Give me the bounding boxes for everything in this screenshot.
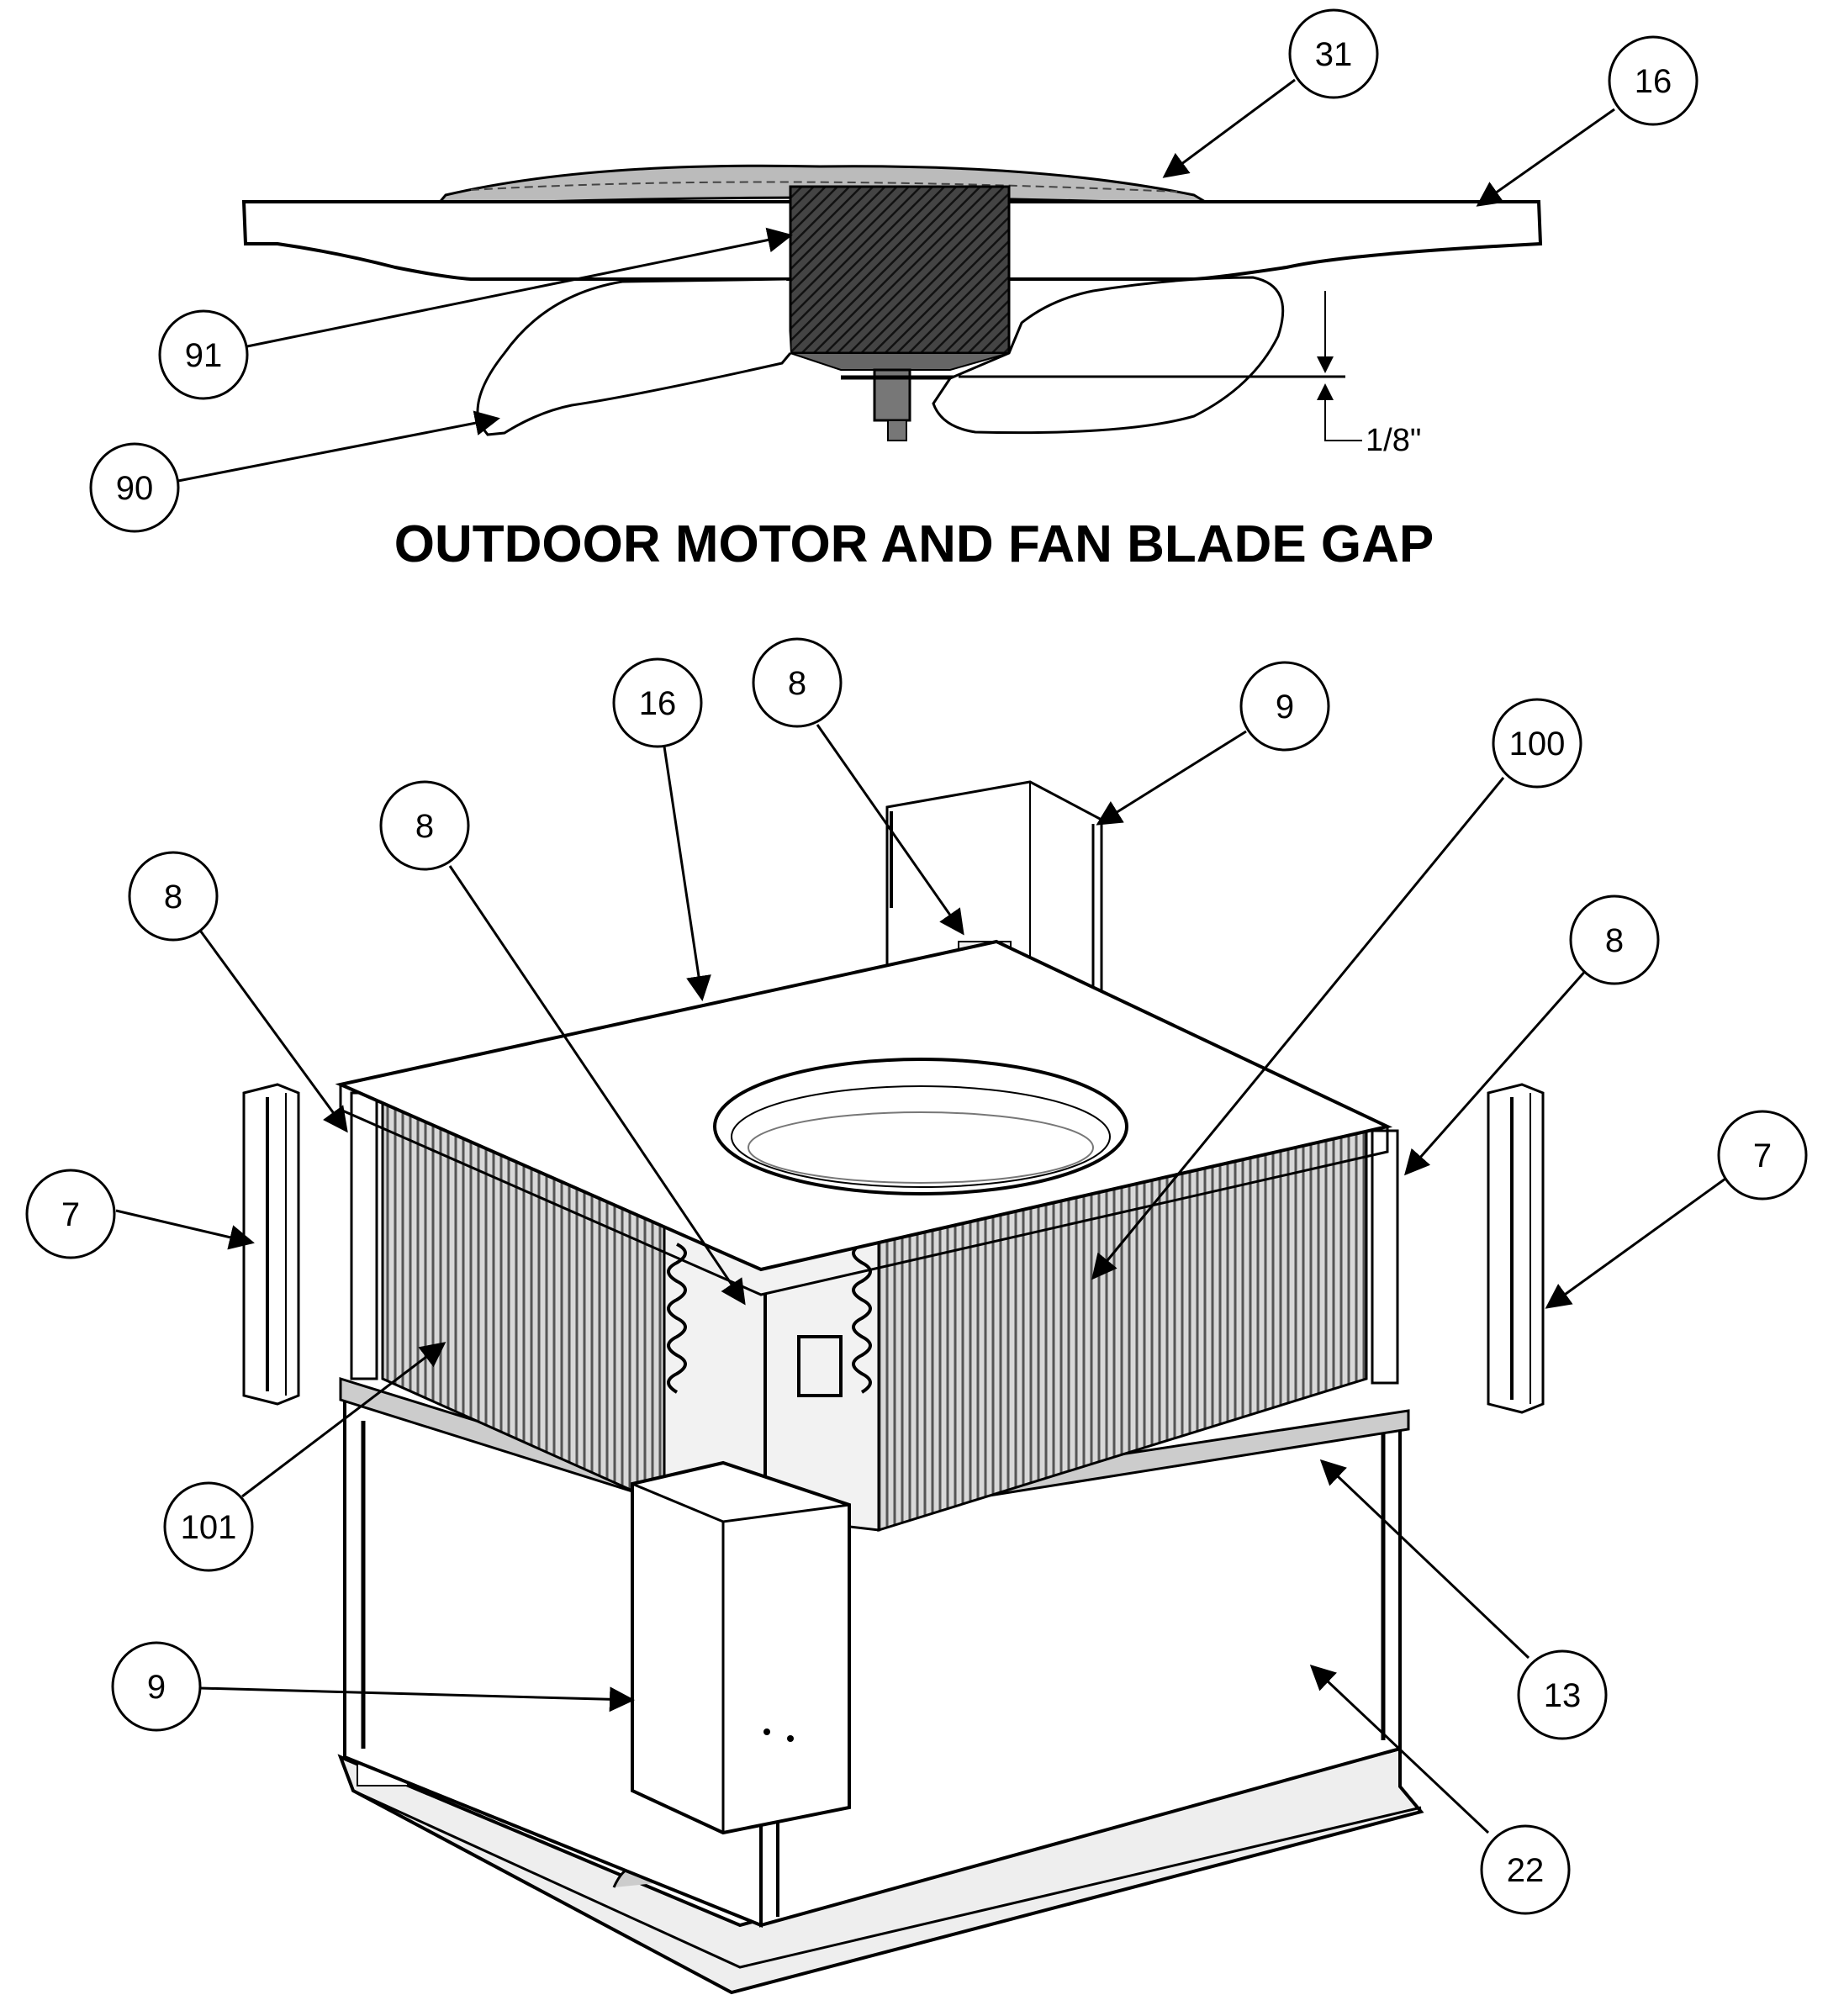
corner-post-left (350, 1091, 378, 1380)
callout-9-bottom: 9 (111, 1641, 635, 1732)
svg-text:101: 101 (181, 1509, 237, 1546)
svg-text:16: 16 (1635, 63, 1672, 100)
fan-blade-left (476, 277, 792, 436)
callout-13: 13 (1319, 1459, 1608, 1740)
blade-gap-dimension: 1/8" (1366, 423, 1421, 458)
fan-detail: 1/8" (241, 164, 1543, 458)
callout-7-left: 7 (25, 1169, 255, 1259)
svg-text:9: 9 (147, 1669, 166, 1706)
unit-assembly (242, 780, 1545, 1995)
callout-91: 91 (158, 227, 793, 400)
callout-90: 90 (89, 410, 500, 533)
svg-text:8: 8 (164, 879, 182, 916)
callout-100: 100 (1091, 698, 1582, 1280)
callout-8-mid: 8 (379, 780, 746, 1306)
svg-text:13: 13 (1544, 1677, 1582, 1714)
diagram-title: OUTDOOR MOTOR AND FAN BLADE GAP (394, 515, 1434, 573)
svg-text:7: 7 (61, 1196, 80, 1233)
fan-blade-right (932, 276, 1285, 435)
svg-text:22: 22 (1507, 1852, 1545, 1889)
side-panel-left (242, 1083, 300, 1406)
callout-7-right: 7 (1545, 1110, 1808, 1309)
svg-text:8: 8 (415, 808, 434, 845)
svg-text:7: 7 (1753, 1137, 1772, 1174)
svg-text:90: 90 (116, 470, 154, 507)
svg-text:100: 100 (1509, 726, 1566, 763)
svg-text:16: 16 (639, 685, 677, 722)
svg-text:8: 8 (788, 665, 806, 702)
front-control-box (631, 1460, 851, 1835)
svg-text:91: 91 (185, 337, 223, 374)
corner-post-right (1371, 1129, 1399, 1385)
callout-8-right: 8 (1404, 895, 1660, 1176)
side-panel-right (1487, 1083, 1545, 1414)
svg-text:9: 9 (1276, 689, 1294, 726)
callout-31: 31 (1162, 8, 1379, 178)
svg-text:8: 8 (1605, 922, 1624, 959)
svg-text:31: 31 (1315, 36, 1353, 73)
motor (789, 185, 1011, 355)
callout-8-left: 8 (128, 851, 348, 1133)
callout-16-top: 16 (1476, 35, 1699, 207)
callout-101: 101 (163, 1342, 446, 1572)
callout-8-top: 8 (752, 637, 964, 936)
callout-16: 16 (612, 657, 711, 1001)
callout-22: 22 (1309, 1664, 1571, 1915)
fan-opening (713, 1058, 1128, 1195)
callout-9-top: 9 (1096, 661, 1330, 826)
